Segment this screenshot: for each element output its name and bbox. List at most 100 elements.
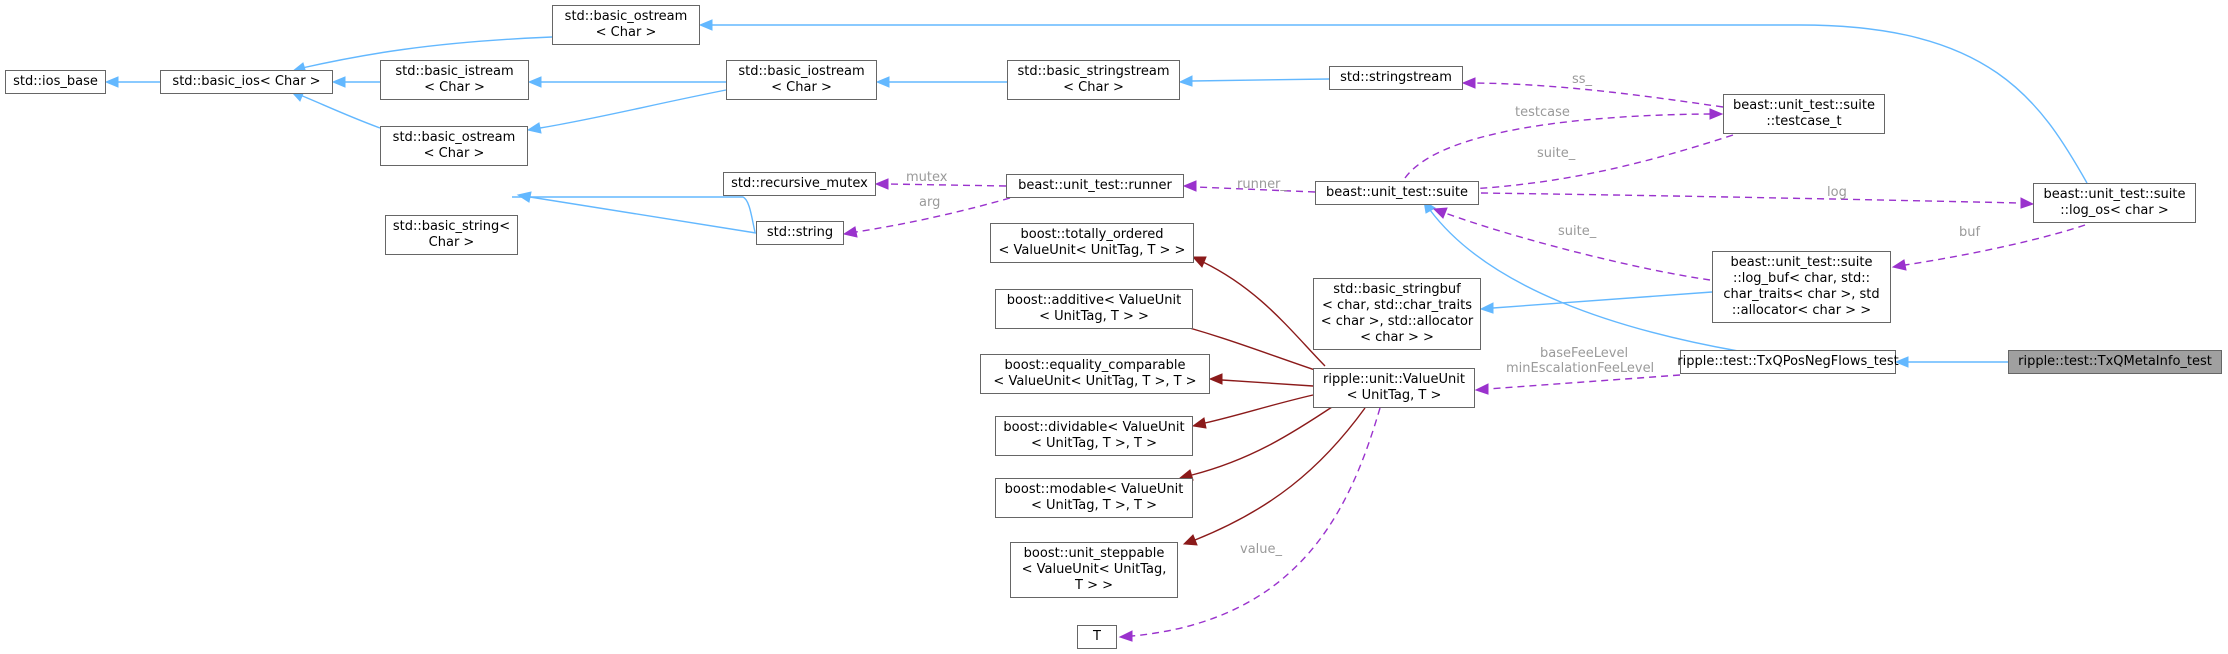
node-basic-istream-line-1: std::basic_istream: [395, 64, 514, 79]
edge-log-buf-to-suite: [1432, 207, 1711, 281]
node-log-buf[interactable]: beast::unit_test::suite ::log_buf< char,…: [1712, 251, 1891, 323]
edge-basic-stringstream-to-basic-iostream: [875, 76, 1007, 88]
edge-label-runner: runner_: [1237, 177, 1287, 192]
node-basic-stringstream-line-2: < Char >: [1063, 80, 1124, 95]
edge-testcase-t-to-stringstream: [1461, 77, 1724, 108]
node-equality-comparable-line-1: boost::equality_comparable: [1004, 358, 1186, 373]
edge-log-buf-to-basic-stringbuf: [1479, 291, 1713, 314]
node-txq-meta-info-test[interactable]: ripple::test::TxQMetaInfo_test: [2008, 350, 2222, 374]
node-t[interactable]: T: [1077, 625, 1117, 649]
edge-string-to-basic-string: [516, 191, 757, 234]
node-basic-stringbuf-line-2: < char, std::char_traits: [1322, 298, 1472, 313]
node-log-buf-line-4: ::allocator< char > >: [1731, 303, 1872, 318]
edge-suite-to-testcase-t: [1404, 108, 1724, 179]
node-basic-stringbuf-line-3: < char >, std::allocator: [1320, 314, 1474, 329]
edge-label-buf: buf: [1959, 225, 1980, 240]
node-additive-line-1: boost::additive< ValueUnit: [1006, 293, 1182, 308]
node-log-buf-line-2: ::log_buf< char, std::: [1732, 271, 1870, 286]
node-stringstream-label: std::stringstream: [1340, 70, 1452, 85]
node-totally-ordered-line-1: boost::totally_ordered: [1020, 227, 1164, 242]
node-dividable[interactable]: boost::dividable< ValueUnit < UnitTag, T…: [995, 416, 1193, 456]
node-suite[interactable]: beast::unit_test::suite: [1315, 181, 1479, 205]
node-runner[interactable]: beast::unit_test::runner: [1006, 174, 1184, 198]
node-suite-label: beast::unit_test::suite: [1326, 185, 1468, 200]
node-additive-line-2: < UnitTag, T > >: [1039, 309, 1149, 324]
node-basic-stringbuf-line-4: < char > >: [1360, 330, 1434, 345]
node-testcase-t-line-1: beast::unit_test::suite: [1733, 98, 1875, 113]
node-testcase-t-line-2: ::testcase_t: [1766, 114, 1842, 129]
node-totally-ordered[interactable]: boost::totally_ordered < ValueUnit< Unit…: [990, 223, 1194, 263]
node-recursive-mutex[interactable]: std::recursive_mutex: [723, 172, 876, 196]
node-basic-ostream-mid-line-2: < Char >: [423, 146, 485, 161]
edge-label-suite-2: suite_: [1558, 224, 1597, 239]
edge-basic-iostream-to-basic-ostream-mid: [526, 89, 727, 134]
node-modable-line-2: < UnitTag, T >, T >: [1031, 498, 1157, 513]
node-stringstream[interactable]: std::stringstream: [1329, 66, 1463, 90]
edge-label-suite-1: suite_: [1537, 146, 1576, 161]
node-value-unit[interactable]: ripple::unit::ValueUnit < UnitTag, T >: [1313, 368, 1475, 408]
edge-label-log: log: [1827, 185, 1847, 200]
node-txq-meta-info-test-label: ripple::test::TxQMetaInfo_test: [2018, 354, 2212, 369]
node-unit-steppable-line-2: < ValueUnit< UnitTag,: [1021, 562, 1167, 577]
edge-label-arg: arg: [919, 195, 940, 210]
edge-label-base-fee-level: baseFeeLevel: [1540, 346, 1628, 361]
node-basic-ostream-mid-line-1: std::basic_ostream: [392, 130, 516, 145]
node-basic-ostream-top-line-2: < Char >: [595, 25, 657, 40]
edge-stringstream-to-basic-stringstream: [1178, 75, 1330, 87]
edge-runner-to-recursive-mutex: [874, 178, 1007, 190]
node-unit-steppable-line-3: T > >: [1075, 578, 1113, 593]
node-value-unit-line-1: ripple::unit::ValueUnit: [1323, 372, 1465, 387]
node-basic-string-line-1: std::basic_string<: [392, 219, 511, 234]
node-additive[interactable]: boost::additive< ValueUnit < UnitTag, T …: [995, 289, 1193, 329]
node-log-buf-line-3: char_traits< char >, std: [1723, 287, 1880, 302]
edge-log-os-to-log-buf: [1891, 224, 2086, 271]
node-basic-istream[interactable]: std::basic_istream < Char >: [380, 60, 529, 100]
node-value-unit-line-2: < UnitTag, T >: [1346, 388, 1442, 403]
node-basic-stringstream-line-1: std::basic_stringstream: [1017, 64, 1170, 79]
node-modable[interactable]: boost::modable< ValueUnit < UnitTag, T >…: [995, 478, 1193, 518]
edge-label-mutex: mutex: [906, 170, 948, 185]
node-basic-ostream-mid[interactable]: std::basic_ostream < Char >: [380, 126, 528, 166]
node-basic-iostream-line-1: std::basic_iostream: [738, 64, 865, 79]
edge-runner-to-string: [842, 197, 1011, 238]
node-totally-ordered-line-2: < ValueUnit< UnitTag, T > >: [998, 243, 1186, 258]
edge-txq-pos-neg-to-value-unit: [1474, 374, 1681, 395]
node-basic-stringbuf-line-1: std::basic_stringbuf: [1333, 282, 1461, 297]
edge-basic-ostream-mid-to-basic-ios: [289, 90, 381, 129]
node-log-buf-line-1: beast::unit_test::suite: [1730, 255, 1873, 270]
node-basic-istream-line-2: < Char >: [424, 80, 485, 95]
edge-basic-iostream-to-basic-istream: [527, 76, 726, 88]
node-unit-steppable[interactable]: boost::unit_steppable < ValueUnit< UnitT…: [1010, 542, 1178, 598]
node-ios-base[interactable]: std::ios_base: [5, 70, 106, 94]
edge-basic-ios-to-ios-base: [104, 76, 160, 88]
node-unit-steppable-line-1: boost::unit_steppable: [1023, 546, 1165, 561]
edge-testcase-t-to-suite: [1439, 134, 1734, 196]
edge-label-ss: ss_: [1572, 72, 1593, 87]
node-basic-ios[interactable]: std::basic_ios< Char >: [160, 70, 333, 94]
node-string[interactable]: std::string: [756, 221, 844, 245]
node-recursive-mutex-label: std::recursive_mutex: [731, 176, 868, 191]
node-testcase-t[interactable]: beast::unit_test::suite ::testcase_t: [1723, 94, 1885, 134]
node-basic-ostream-top[interactable]: std::basic_ostream < Char >: [552, 5, 700, 45]
edge-label-min-escalation-fee-level: minEscalationFeeLevel: [1506, 361, 1654, 376]
node-string-label: std::string: [766, 225, 834, 240]
node-txq-pos-neg-flows-test[interactable]: ripple::test::TxQPosNegFlows_test: [1677, 350, 1899, 374]
node-equality-comparable[interactable]: boost::equality_comparable < ValueUnit< …: [980, 354, 1210, 394]
edge-value-unit-to-equality-comparable: [1208, 373, 1314, 387]
node-basic-string[interactable]: std::basic_string< Char >: [385, 215, 518, 255]
edge-value-unit-to-unit-steppable: [1182, 407, 1366, 546]
node-runner-label: beast::unit_test::runner: [1018, 178, 1172, 193]
node-basic-ostream-top-line-1: std::basic_ostream: [564, 9, 688, 24]
node-basic-ios-label: std::basic_ios< Char >: [172, 74, 321, 89]
node-t-label: T: [1093, 629, 1101, 644]
edge-suite-to-log-os: [1480, 192, 2035, 209]
edge-value-unit-to-totally-ordered: [1191, 256, 1326, 367]
node-log-os[interactable]: beast::unit_test::suite ::log_os< char >: [2033, 183, 2196, 223]
node-basic-iostream-line-2: < Char >: [771, 80, 832, 95]
node-basic-stringstream[interactable]: std::basic_stringstream < Char >: [1007, 60, 1180, 100]
node-basic-stringbuf[interactable]: std::basic_stringbuf < char, std::char_t…: [1313, 278, 1481, 350]
node-basic-iostream[interactable]: std::basic_iostream < Char >: [726, 60, 877, 100]
edge-value-unit-to-t: [1118, 407, 1381, 642]
edge-value-unit-to-dividable: [1191, 394, 1314, 429]
node-txq-pos-neg-flows-test-label: ripple::test::TxQPosNegFlows_test: [1677, 354, 1899, 369]
